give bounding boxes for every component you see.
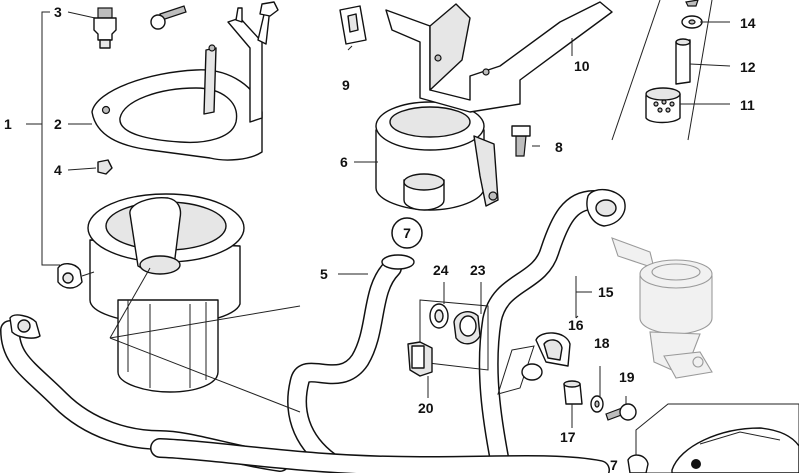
air-pump — [57, 193, 245, 393]
leader-lines — [338, 38, 627, 428]
label-4: 4 — [54, 162, 62, 178]
label-17: 17 — [560, 429, 576, 445]
label-8: 8 — [555, 139, 563, 155]
top-bolt — [150, 5, 187, 30]
label-7-bottom: 7 — [610, 457, 618, 473]
label-6: 6 — [340, 154, 348, 170]
middle-hose — [287, 254, 415, 472]
label-9: 9 — [342, 77, 350, 93]
ghost-valve-assembly — [611, 237, 713, 379]
label-18: 18 — [594, 335, 610, 351]
grommet — [339, 5, 367, 45]
label-1: 1 — [4, 116, 12, 132]
washer-24 — [429, 303, 449, 329]
part-numbers: 1 2 3 4 5 6 7 7 8 9 10 11 12 14 15 16 17… — [4, 4, 756, 473]
check-valve — [375, 101, 499, 211]
sleeve-12 — [675, 38, 691, 85]
pump-leaders — [109, 267, 301, 413]
hose-clamp-16 — [497, 332, 571, 395]
clip-20 — [407, 341, 433, 377]
label-24: 24 — [433, 262, 449, 278]
washer-14 — [681, 0, 703, 29]
nut — [97, 159, 113, 175]
label-15: 15 — [598, 284, 614, 300]
bottom-clamp-7 — [627, 454, 649, 473]
label-5: 5 — [320, 266, 328, 282]
label-14: 14 — [740, 15, 756, 31]
label-23: 23 — [470, 262, 486, 278]
washer-18 — [590, 395, 604, 413]
group-bracket-1 — [26, 11, 97, 266]
label-19: 19 — [619, 369, 635, 385]
bottom-hose — [150, 438, 610, 473]
long-hose — [478, 189, 626, 472]
label-7: 7 — [403, 225, 411, 241]
label-10: 10 — [574, 58, 590, 74]
rubber-mount — [93, 7, 117, 49]
label-12: 12 — [740, 59, 756, 75]
mounting-plate — [91, 5, 271, 161]
rubber-ring-23 — [453, 311, 481, 345]
label-16: 16 — [568, 317, 584, 333]
screw-19 — [605, 403, 637, 421]
right-dashed-leaders — [611, 0, 731, 141]
top-nut — [259, 1, 279, 17]
bolt-8 — [511, 125, 531, 157]
label-11: 11 — [740, 97, 755, 113]
spacer-17 — [563, 380, 583, 405]
car-inset — [635, 403, 799, 473]
label-20: 20 — [418, 400, 434, 416]
label-2: 2 — [54, 116, 62, 132]
label-3: 3 — [54, 4, 62, 20]
support-bracket — [385, 1, 613, 113]
rubber-bushing-11 — [645, 87, 681, 124]
callout-circle-7 — [391, 217, 423, 249]
